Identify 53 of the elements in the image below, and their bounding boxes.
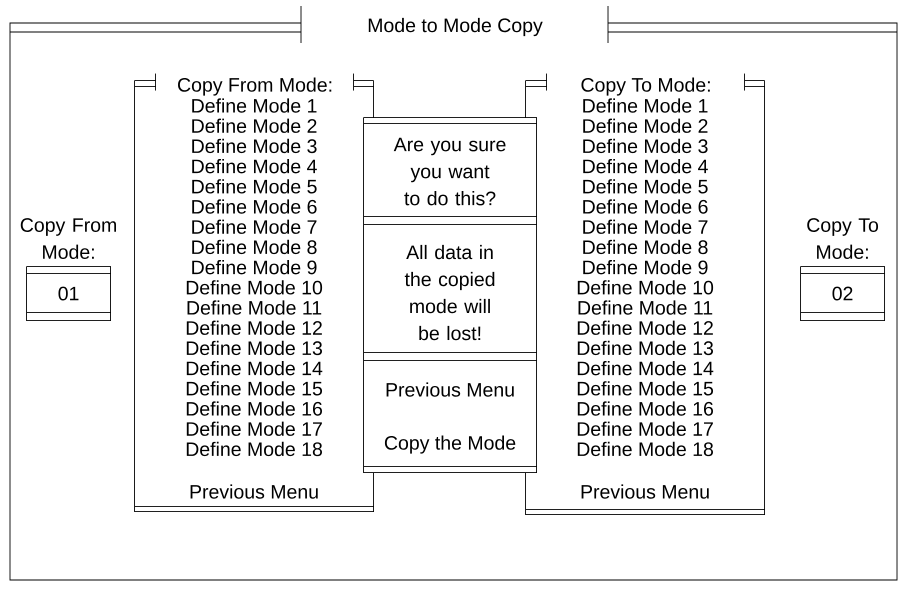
- list-item: Define Mode 14: [578, 361, 714, 376]
- menu-option: Previous Menu: [386, 382, 514, 397]
- list-item: Define Mode 12: [578, 320, 713, 335]
- list-item: Define Mode 6: [192, 199, 317, 214]
- list-item: Define Mode 16: [186, 401, 322, 416]
- list-item: Define Mode 9: [583, 260, 708, 274]
- list-item: Define Mode 10: [578, 280, 714, 295]
- list-item: Define Mode 15: [578, 381, 714, 396]
- list-item: Define Mode 1: [583, 98, 708, 113]
- list-item: Define Mode 9: [192, 260, 316, 274]
- field-label: Copy From Mode:: [20, 218, 116, 259]
- list-item: Define Mode 18: [578, 442, 713, 456]
- list-item: Define Mode 5: [192, 179, 317, 194]
- menu-option: Copy the Mode: [384, 435, 516, 454]
- list-item: Define Mode 2: [583, 118, 708, 133]
- field-value: 01: [58, 286, 78, 300]
- message-text: All data in the copied mode will be lost!: [404, 244, 494, 340]
- list-item: Define Mode 6: [583, 199, 708, 214]
- list-item: Define Mode 13: [186, 340, 322, 356]
- list-item: Define Mode 3: [192, 138, 317, 154]
- list-item: Define Mode 11: [578, 300, 712, 315]
- list-item: Define Mode 1: [192, 98, 316, 113]
- field-label: Copy To Mode:: [807, 218, 878, 259]
- list-item: Define Mode 7: [583, 220, 708, 234]
- list-item: Define Mode 15: [186, 381, 322, 396]
- list-item: Define Mode 16: [578, 401, 713, 416]
- dialog-box: [363, 117, 537, 473]
- list-item: Define Mode 8: [192, 240, 317, 254]
- list-item: Define Mode 17: [186, 422, 322, 436]
- field-value: 02: [832, 286, 852, 300]
- list-item: Define Mode 18: [186, 442, 322, 456]
- list-heading: Copy To Mode:: [581, 77, 710, 96]
- list-item: Define Mode 11: [188, 300, 322, 315]
- list-item: Define Mode 7: [192, 220, 316, 234]
- list-panel: [525, 73, 765, 515]
- window-title: Mode to Mode Copy: [368, 18, 543, 36]
- list-item: Define Mode 8: [583, 240, 708, 254]
- list-item: Define Mode 5: [583, 179, 708, 194]
- list-item: Define Mode 3: [583, 138, 708, 154]
- list-item: Define Mode 12: [186, 320, 322, 335]
- menu-option: Previous Menu: [582, 484, 709, 499]
- message-text: Are you sure you want to do this?: [394, 138, 506, 206]
- list-item: Define Mode 4: [583, 159, 708, 174]
- list-item: Define Mode 2: [192, 118, 316, 133]
- list-heading: Copy From Mode:: [178, 77, 332, 96]
- list-item: Define Mode 14: [186, 361, 322, 376]
- list-item: Define Mode 4: [192, 159, 317, 174]
- window: [10, 6, 898, 580]
- list-item: Define Mode 17: [578, 422, 713, 436]
- list-item: Define Mode 10: [186, 280, 322, 295]
- list-item: Define Mode 13: [578, 340, 713, 356]
- menu-option: Previous Menu: [190, 484, 318, 499]
- list-panel: [134, 73, 374, 512]
